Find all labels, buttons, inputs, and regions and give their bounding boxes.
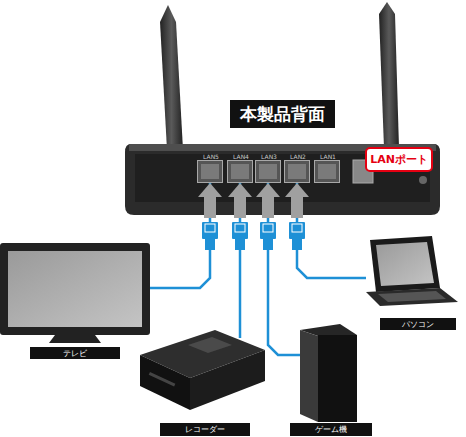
- lan-port: LAN1: [314, 160, 340, 183]
- recorder-vent: [188, 337, 232, 353]
- laptop-base: [366, 288, 458, 306]
- device-label: パソコン: [380, 318, 456, 330]
- lan-cable: [150, 183, 210, 288]
- lan-port: LAN5: [197, 160, 223, 183]
- tv-frame: [0, 243, 150, 335]
- tv-device: テレビ: [0, 243, 150, 335]
- router-body: 本製品背面LAN5LAN4LAN3LAN2LAN1LANポート: [125, 140, 440, 215]
- arrow-shaft: [234, 196, 246, 218]
- recorder-front: [140, 355, 190, 410]
- antenna: [379, 2, 399, 148]
- router-case: [125, 144, 440, 215]
- plug-contact: [263, 224, 273, 232]
- antenna: [160, 5, 183, 150]
- lan-plug: [260, 196, 276, 250]
- port-label: LAN3: [254, 152, 284, 160]
- lan-port: LAN3: [255, 160, 281, 183]
- lan-cable: [297, 183, 366, 278]
- lan-plug: [232, 196, 248, 250]
- plug-head: [202, 222, 218, 239]
- lan-port: LAN4: [227, 160, 253, 183]
- console-device: ゲーム機: [300, 328, 357, 420]
- plug-boot: [263, 239, 273, 250]
- callout-box: LANポート: [365, 147, 433, 172]
- lan-cable: [239, 183, 242, 338]
- laptop-lid: [370, 236, 440, 292]
- plug-contact: [235, 224, 245, 232]
- plug-contact: [292, 224, 302, 232]
- title-label: 本製品背面: [230, 100, 335, 128]
- tv-screen: [8, 251, 142, 327]
- laptop-device: パソコン: [366, 236, 458, 306]
- laptop-screen: [376, 242, 434, 286]
- lan-cable: [268, 183, 300, 355]
- plug-boot: [205, 239, 215, 250]
- plug-contact: [205, 224, 215, 232]
- plug-boot: [235, 239, 245, 250]
- port-label: LAN5: [196, 152, 226, 160]
- lan-plug: [202, 196, 218, 250]
- arrow-shaft: [291, 196, 303, 218]
- laptop-keyboard: [378, 291, 446, 302]
- device-label: テレビ: [30, 347, 120, 359]
- port-label: LAN2: [283, 152, 313, 160]
- plug-boot: [292, 239, 302, 250]
- tv-stand: [49, 335, 101, 343]
- recorder-slot: [149, 372, 176, 387]
- arrow-shaft: [262, 196, 274, 218]
- console-side: [300, 330, 318, 422]
- port-label: LAN4: [226, 152, 256, 160]
- arrow-shaft: [204, 196, 216, 218]
- plug-head: [289, 222, 305, 239]
- plug-head: [260, 222, 276, 239]
- recorder-side: [190, 350, 265, 410]
- callout-label: LANポート: [365, 147, 433, 172]
- plug-head: [232, 222, 248, 239]
- lan-port: LAN2: [284, 160, 310, 183]
- console-front: [318, 335, 357, 422]
- recorder-device: レコーダー: [140, 338, 265, 410]
- reset-button: [419, 176, 427, 184]
- device-label: レコーダー: [160, 423, 250, 436]
- device-label: ゲーム機: [290, 423, 372, 436]
- lan-plug: [289, 196, 305, 250]
- port-label: LAN1: [313, 152, 343, 160]
